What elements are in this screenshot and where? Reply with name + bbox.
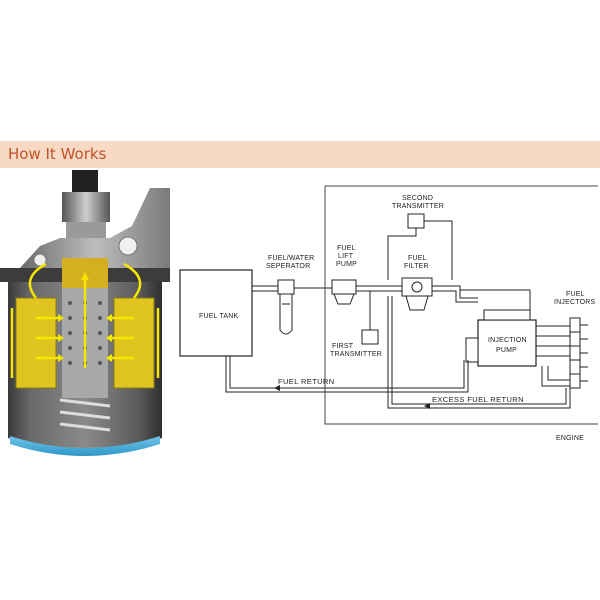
- fuel-filter-cutaway-icon: [0, 170, 170, 456]
- top-bolt: [72, 170, 98, 192]
- engine-boundary: [324, 185, 598, 425]
- water-reservoir: [10, 436, 160, 456]
- excess-fuel-return-label: EXCESS FUEL RETURN: [432, 395, 524, 404]
- flow-arrows: [10, 262, 160, 378]
- spring: [59, 398, 111, 432]
- injection-pump-label-2: PUMP: [496, 347, 517, 354]
- fuel-tank-label: FUEL TANK: [199, 313, 239, 320]
- second-transmitter-label-1: SECOND: [402, 195, 433, 202]
- first-transmitter-label-2: TRANSMITTER: [330, 351, 382, 358]
- top-fitting: [62, 192, 110, 222]
- fuel-water-separator: [277, 279, 295, 335]
- fuel-filter-label-2: FILTER: [404, 263, 429, 270]
- lift-pump-label-2: LIFT: [338, 253, 354, 260]
- filter-media-right: [113, 297, 155, 389]
- fuel-system-schematic: ENGINE FUEL TANK FUEL/WATER SEPERATOR FU…: [179, 185, 598, 442]
- lift-pump-label-3: PUMP: [336, 261, 357, 268]
- fuel-filter: [401, 277, 433, 311]
- second-transmitter: [407, 213, 425, 229]
- first-transmitter: [361, 329, 379, 345]
- fuel-injectors-label-1: FUEL: [566, 291, 585, 298]
- filter-media-left: [15, 297, 57, 389]
- fuel-tank: [179, 269, 253, 357]
- engine-label: ENGINE: [556, 435, 584, 442]
- fuel-injectors-label-2: INJECTORS: [554, 299, 595, 306]
- second-transmitter-label-2: TRANSMITTER: [392, 203, 444, 210]
- fuel-lift-pump: [331, 279, 357, 305]
- excess-fuel-return-line: [387, 296, 571, 409]
- banner-title: How It Works: [8, 145, 107, 163]
- fuel-injectors: [569, 317, 588, 389]
- fuel-return-line: [225, 356, 469, 393]
- injection-pump-label-1: INJECTION: [488, 337, 527, 344]
- how-it-works-banner: How It Works: [0, 141, 600, 168]
- fuel-return-label: FUEL RETURN: [278, 377, 335, 386]
- injection-pump: [465, 309, 537, 367]
- separator-label-2: SEPERATOR: [266, 263, 310, 270]
- fuel-filter-label-1: FUEL: [408, 255, 427, 262]
- first-transmitter-label-1: FIRST: [332, 343, 354, 350]
- separator-label-1: FUEL/WATER: [268, 255, 314, 262]
- lift-pump-label-1: FUEL: [337, 245, 356, 252]
- injector-lines: [529, 290, 570, 387]
